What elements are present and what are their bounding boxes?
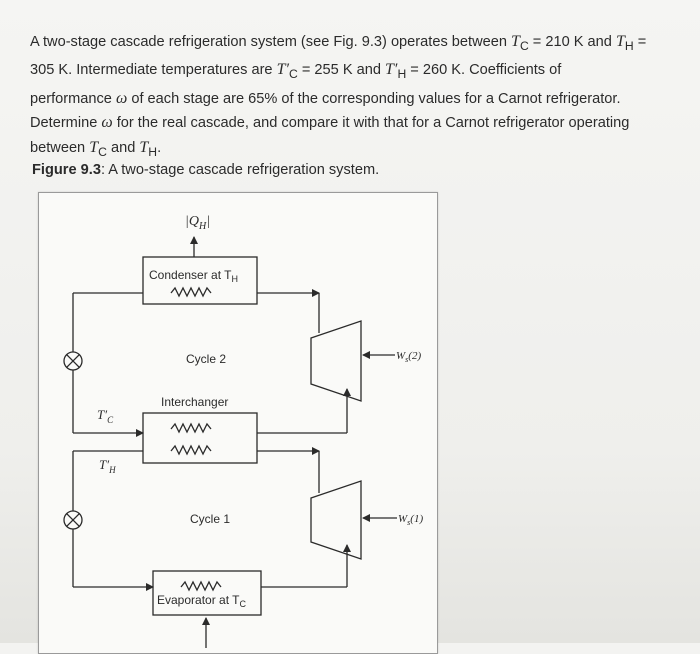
cascade-diagram: |QH| Condenser at TH Cycle 2 Interchange… [38, 192, 438, 654]
work-1-label: Ws(1) [398, 513, 423, 527]
subscript: C [519, 38, 529, 53]
evaporator-label: Evaporator at TC [157, 593, 247, 609]
text-run: = 260 K. Coefficients of [406, 62, 562, 79]
text-run: Determine [30, 115, 102, 132]
subscript: H [148, 144, 158, 159]
subscript: C [289, 67, 298, 82]
compressor-1 [310, 480, 362, 560]
symbol-th-prime: T′ [385, 61, 398, 79]
valve-cross [66, 513, 80, 527]
subscript: C [98, 144, 107, 159]
cycle2-label: Cycle 2 [186, 352, 226, 366]
condenser-box [142, 256, 258, 305]
throttle-valve-1 [63, 510, 83, 530]
text-run: A two-stage cascade refrigeration system… [30, 34, 512, 50]
problem-line-2: 305 K. Intermediate temperatures are T′C… [30, 58, 670, 86]
condenser-label: Condenser at TH [149, 268, 238, 284]
cascade-diagram-svg: |QH| Condenser at TH Cycle 2 Interchange… [63, 214, 423, 648]
evaporator-box [152, 570, 262, 616]
subscript: H [397, 67, 407, 82]
interchanger-label: Interchanger [161, 395, 228, 409]
symbol-omega: ω [101, 114, 113, 132]
text-run: = 210 K and [528, 34, 616, 50]
symbol-tc: T [511, 33, 520, 50]
valve-cross [66, 354, 80, 368]
text-run: for the real cascade, and compare it wit… [112, 115, 630, 132]
symbol-th: T [615, 33, 625, 50]
problem-line-1: A two-stage cascade refrigeration system… [30, 30, 670, 58]
work-2-label: Ws(2) [396, 350, 421, 364]
symbol-th: T [139, 138, 149, 156]
problem-line-4: Determine ω for the real cascade, and co… [30, 111, 670, 136]
cycle1-label: Cycle 1 [190, 512, 230, 526]
evaporator-coil [180, 580, 222, 592]
compressor-2 [310, 320, 362, 402]
text-run: and [106, 139, 140, 156]
problem-line-5: between TC and TH. [30, 136, 670, 164]
interchanger-coil-top [170, 422, 212, 434]
subscript: H [624, 38, 634, 53]
text-run: performance [30, 90, 116, 107]
throttle-valve-2 [63, 351, 83, 371]
figure-caption: Figure 9.3: A two-stage cascade refriger… [32, 162, 379, 178]
text-run: of each stage are 65% of the correspondi… [127, 90, 621, 107]
interchanger-box [142, 412, 258, 464]
symbol-tc-prime: T′ [276, 61, 290, 79]
th-prime-label: T′H [99, 457, 116, 475]
problem-line-3: performance ω of each stage are 65% of t… [30, 87, 670, 112]
text-run: 305 K. Intermediate temperatures are [30, 62, 277, 79]
tc-prime-label: T′C [97, 407, 114, 425]
text-run: = 255 K and [297, 62, 386, 79]
symbol-omega: ω [115, 89, 128, 107]
symbol-tc: T [89, 138, 99, 156]
condenser-coil [170, 286, 212, 298]
figure-caption-text: : A two-stage cascade refrigeration syst… [100, 162, 380, 178]
qh-label: |QH| [185, 214, 210, 232]
text-run: between [30, 139, 90, 156]
text-run: . [157, 139, 162, 156]
problem-statement: A two-stage cascade refrigeration system… [30, 30, 670, 164]
figure-caption-label: Figure 9.3 [32, 162, 101, 178]
text-run: = [633, 34, 647, 50]
interchanger-coil-bottom [170, 444, 212, 456]
